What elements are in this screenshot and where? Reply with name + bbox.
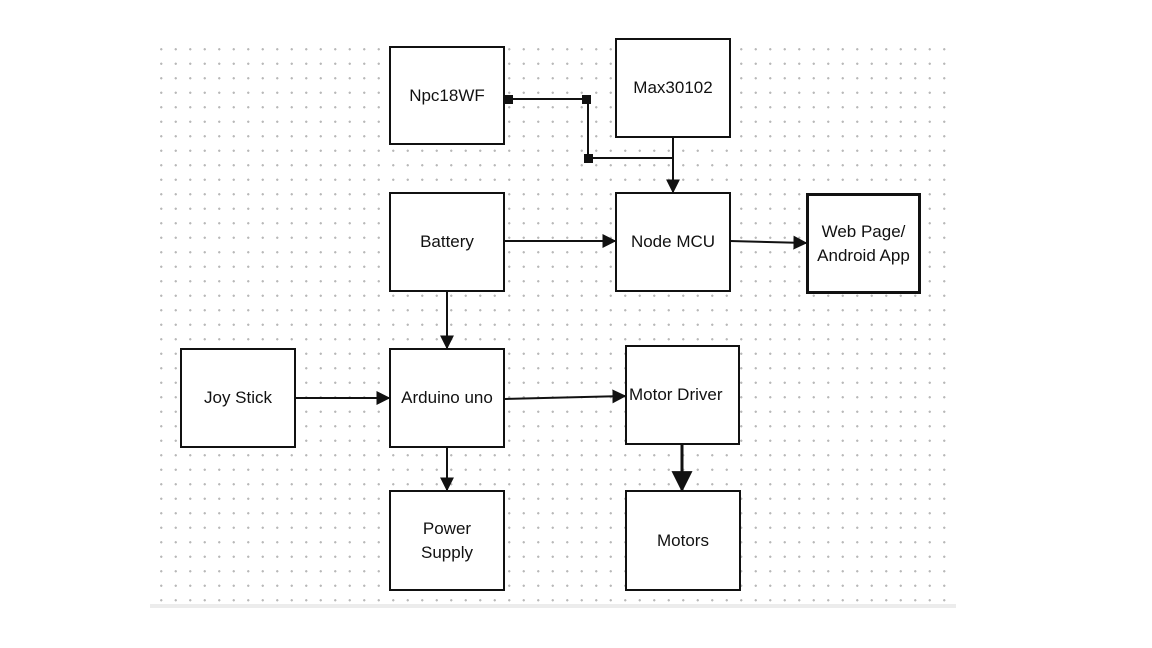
connector-handle — [582, 95, 591, 104]
dotted-canvas — [150, 40, 955, 605]
node-webapp[interactable]: Web Page/ Android App — [806, 193, 921, 294]
node-nodemcu[interactable]: Node MCU — [615, 192, 731, 292]
connector-handle — [504, 95, 513, 104]
connector-nodemcu-to-webapp — [729, 235, 808, 250]
node-battery[interactable]: Battery — [389, 192, 505, 292]
canvas-bottom-edge — [150, 604, 956, 608]
connector-arduino-to-motordriver — [504, 389, 627, 404]
node-motordriver[interactable]: Motor Driver — [625, 345, 740, 445]
connector-npc-to-nodemcu — [509, 98, 673, 159]
node-joystick[interactable]: Joy Stick — [180, 348, 296, 448]
node-motors[interactable]: Motors — [625, 490, 741, 591]
connector-handle — [584, 154, 593, 163]
node-max30102[interactable]: Max30102 — [615, 38, 731, 138]
node-arduino[interactable]: Arduino uno — [389, 348, 505, 448]
node-powersupply[interactable]: Power Supply — [389, 490, 505, 591]
node-npc18wf[interactable]: Npc18WF — [389, 46, 505, 145]
